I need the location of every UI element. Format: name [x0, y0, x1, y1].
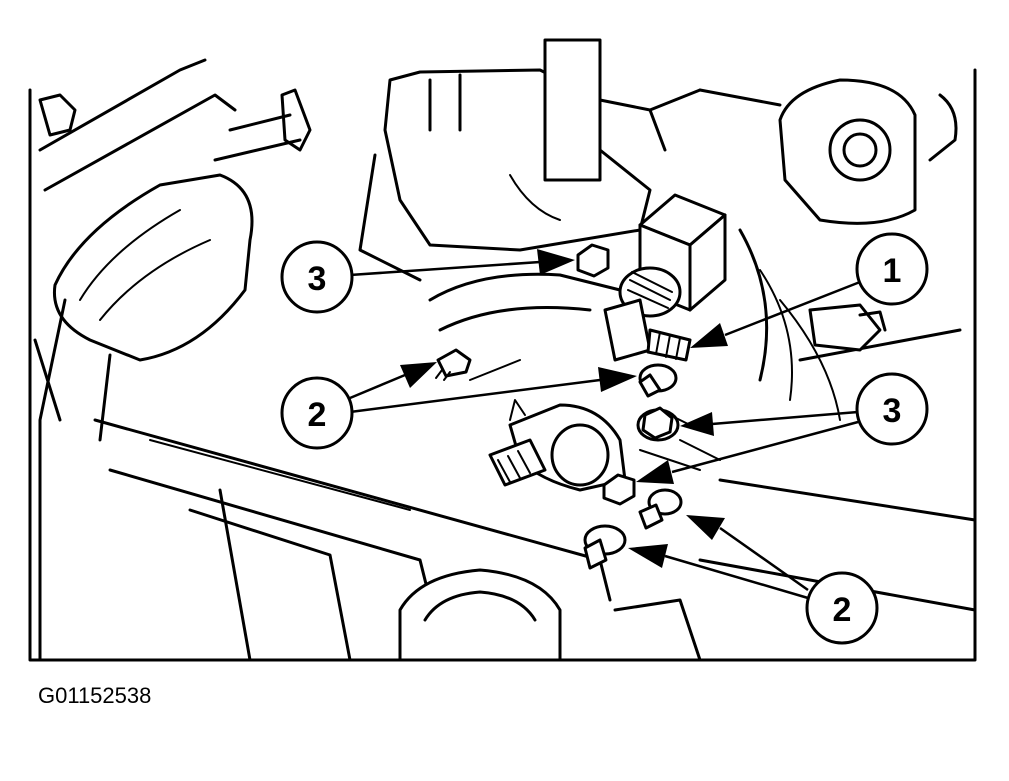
callout-2-bottom: 2	[805, 571, 879, 645]
leader-lines	[349, 249, 861, 600]
figure-code: G01152538	[38, 683, 152, 708]
callout-3-right: 3	[855, 372, 929, 446]
sensor-body	[488, 399, 627, 492]
callout-1: 1	[855, 232, 929, 306]
callout-2-left-label: 2	[308, 396, 327, 434]
callout-2-left: 2	[280, 376, 354, 450]
callout-1-label: 1	[883, 252, 902, 290]
callout-2-bottom-label: 2	[833, 591, 852, 629]
callout-3-top: 3	[280, 240, 354, 314]
callout-3-right-label: 3	[883, 392, 902, 430]
callout-3-top-label: 3	[308, 260, 327, 298]
fasteners	[435, 243, 683, 570]
sensor-assembly	[603, 193, 727, 362]
engine-line-art	[28, 38, 977, 662]
